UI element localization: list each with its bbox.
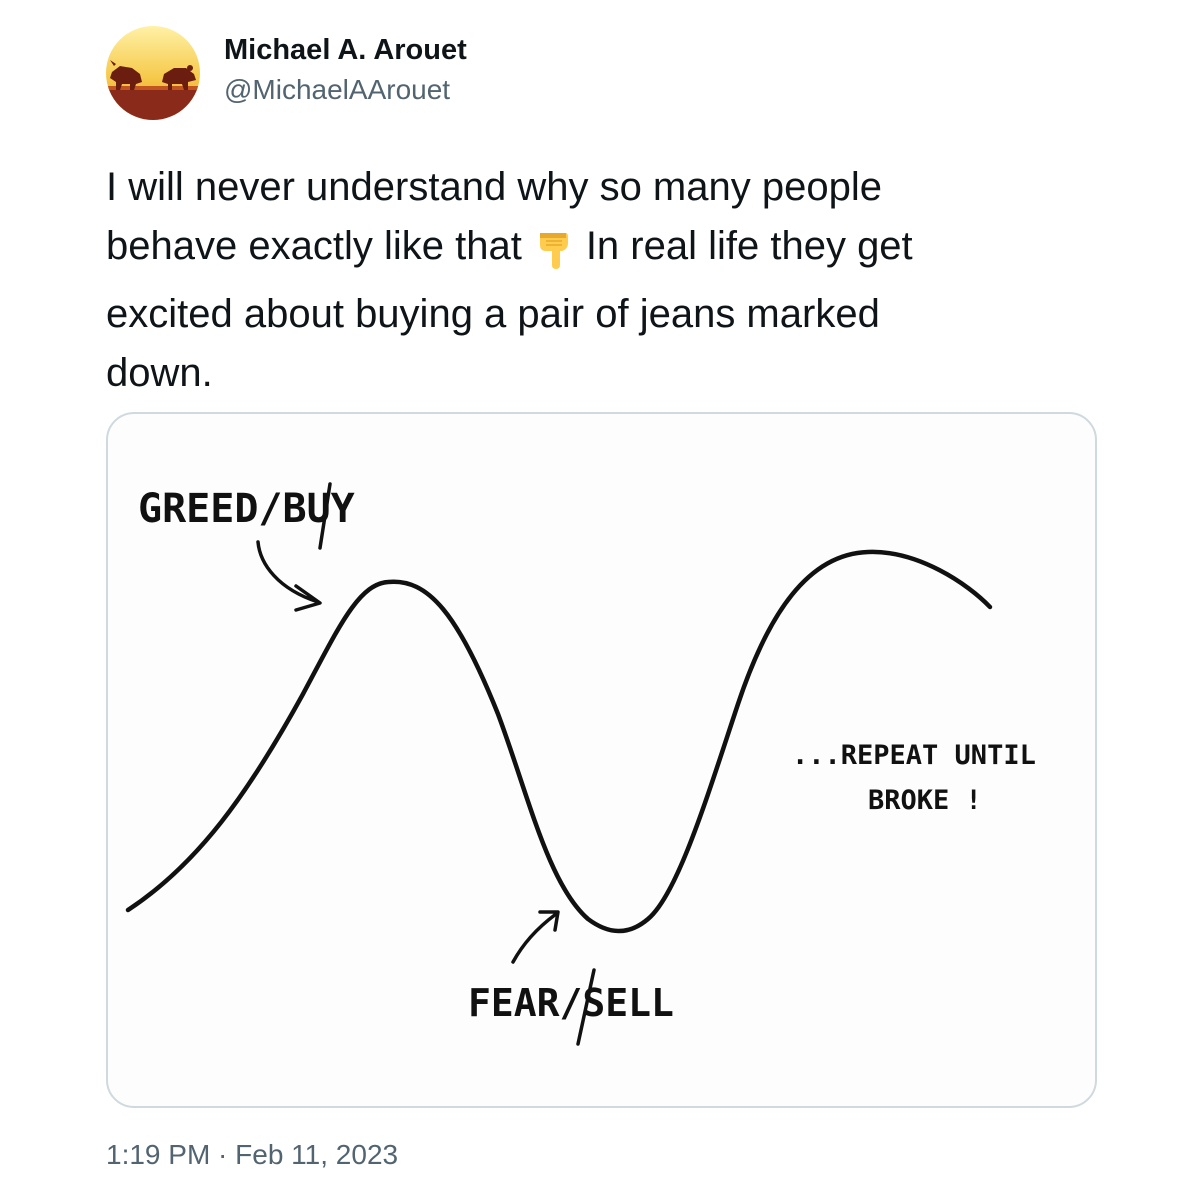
peak-label: GREED/BUY bbox=[138, 486, 355, 532]
market-cycle-curve bbox=[125, 549, 993, 934]
market-cycle-sketch: GREED/BUY FEAR/SELL ...REPEAT UNTIL BROK… bbox=[125, 482, 1036, 1046]
pointing-down-emoji-icon bbox=[536, 227, 570, 286]
tweet-text-line: behave exactly like that In real life th… bbox=[106, 217, 1106, 286]
tweet-text-line: I will never understand why so many peop… bbox=[106, 165, 882, 209]
author-handle[interactable]: @MichaelAArouet bbox=[224, 74, 451, 105]
trough-label: FEAR/SELL bbox=[468, 981, 674, 1025]
author-avatar[interactable] bbox=[106, 26, 200, 120]
tweet-timestamp[interactable]: 1:19 PM · Feb 11, 2023 bbox=[106, 1139, 399, 1170]
tweet-text-line: down. bbox=[106, 350, 213, 395]
bull-and-bear-avatar-icon bbox=[106, 26, 200, 120]
peak-label-slash bbox=[318, 482, 332, 550]
tweet-text: I will never understand why so many peop… bbox=[106, 158, 1106, 402]
repeat-label-line-1: ...REPEAT UNTIL bbox=[792, 740, 1036, 771]
peak-arrow bbox=[256, 540, 322, 612]
repeat-label-line-2: BROKE ! bbox=[868, 785, 982, 816]
tweet-text-segment: In real life they get bbox=[585, 223, 913, 268]
trough-label-slash bbox=[576, 968, 596, 1046]
tweet-text-segment: behave exactly like that bbox=[106, 223, 522, 268]
trough-arrow bbox=[511, 910, 560, 964]
author-display-name[interactable]: Michael A. Arouet bbox=[224, 34, 467, 66]
tweet-text-line: excited about buying a pair of jeans mar… bbox=[106, 292, 880, 336]
tweet-media-image[interactable]: GREED/BUY FEAR/SELL ...REPEAT UNTIL BROK… bbox=[106, 412, 1097, 1108]
